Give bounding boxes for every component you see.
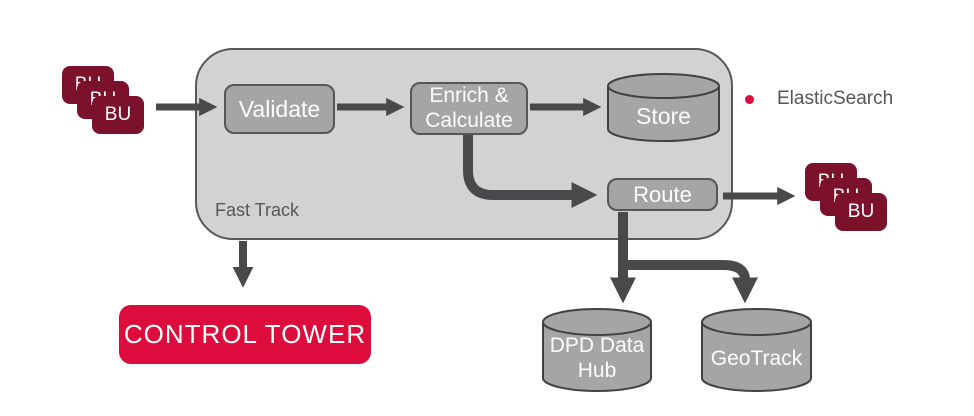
control-tower-label: CONTROL TOWER xyxy=(123,319,367,349)
store-cylinder: Store xyxy=(607,73,720,142)
enrich-label-line1: Enrich & xyxy=(429,83,509,107)
validate-node: Validate xyxy=(224,84,335,134)
legend-elasticsearch: ElasticSearch xyxy=(745,88,893,110)
enrich-calculate-node: Enrich & Calculate xyxy=(410,82,528,135)
route-node: Route xyxy=(607,178,718,211)
cylinder-shape-icon xyxy=(701,308,812,392)
dpd-hub-label-line1: DPD Data xyxy=(549,334,645,358)
bu-card-label: BU xyxy=(104,104,132,125)
geotrack-label: GeoTrack xyxy=(710,346,803,370)
bu-card: BU xyxy=(92,96,144,134)
bu-card-label: BU xyxy=(847,201,875,222)
bu-card: BU xyxy=(835,193,887,231)
validate-label: Validate xyxy=(238,95,321,122)
arrow-route-to-geotrack xyxy=(623,260,758,304)
control-tower-node: CONTROL TOWER xyxy=(119,305,371,364)
legend-label: ElasticSearch xyxy=(777,88,894,109)
enrich-label-line2: Calculate xyxy=(425,108,513,132)
red-bullet-icon xyxy=(745,94,754,104)
cylinder-shape-icon xyxy=(607,73,720,142)
geotrack-cylinder: GeoTrack xyxy=(701,308,812,394)
dpd-data-hub-cylinder: DPD Data Hub xyxy=(542,308,652,394)
dpd-hub-label-line2: Hub xyxy=(577,359,617,382)
store-label: Store xyxy=(636,102,691,129)
route-label: Route xyxy=(633,181,692,207)
cylinder-shape-icon xyxy=(542,308,652,392)
fast-track-label: Fast Track xyxy=(215,200,300,220)
